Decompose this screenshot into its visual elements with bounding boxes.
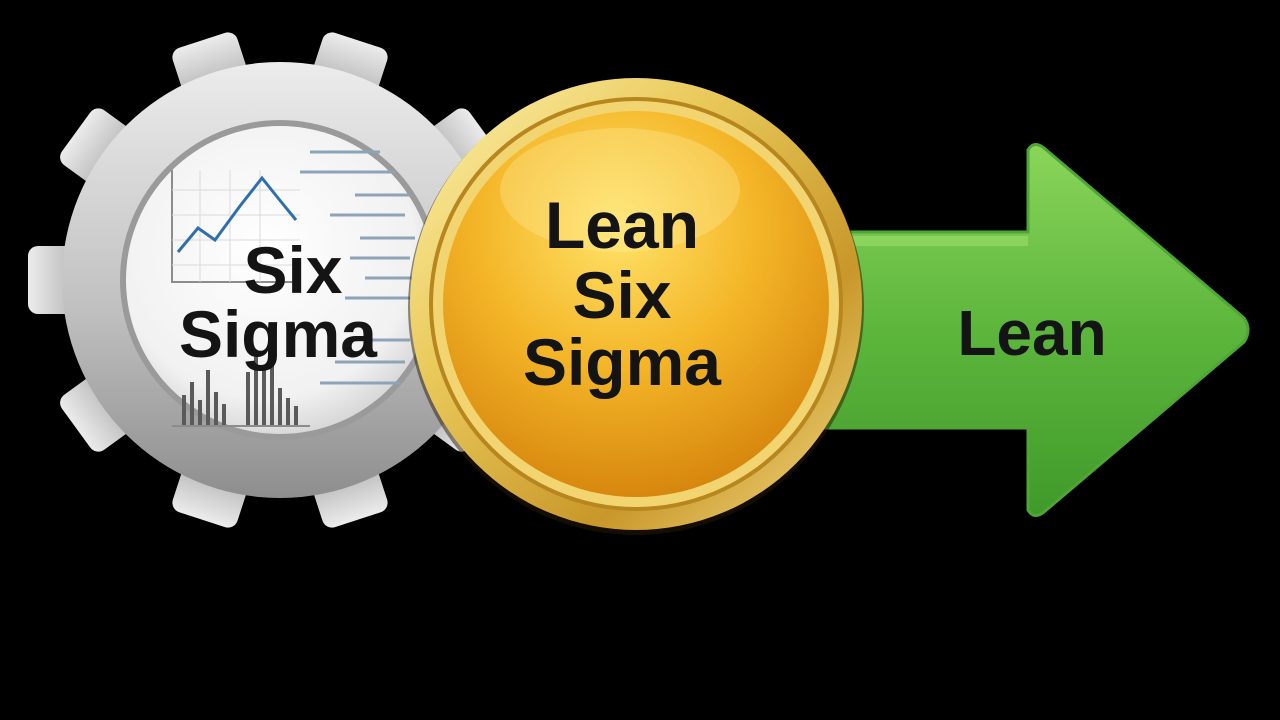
- gear-label-line2: Sigma: [179, 297, 378, 371]
- line-chart-icon: [171, 170, 300, 283]
- arrow-label: Lean: [957, 297, 1106, 369]
- gear-label-line1: Six: [243, 233, 342, 307]
- bar-chart-icon: [172, 352, 310, 427]
- document-lines-icon: [300, 150, 415, 385]
- medal-label-line2: Six: [572, 258, 671, 332]
- medal-label-line3: Sigma: [523, 325, 722, 399]
- medal-label-line1: Lean: [545, 188, 699, 262]
- arrow-right-icon: Lean: [818, 143, 1250, 517]
- medal-icon: Lean Six Sigma: [408, 78, 864, 535]
